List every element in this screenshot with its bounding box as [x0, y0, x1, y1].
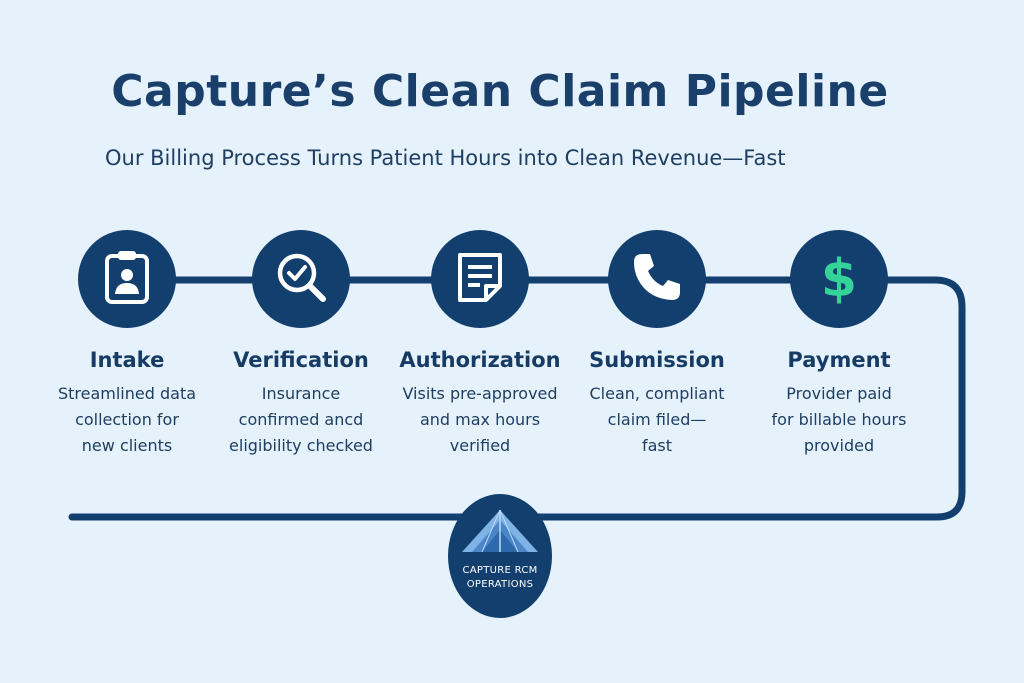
pipeline-step-submission: Submission Clean, compliant claim filed—…: [562, 230, 752, 459]
step-title: Authorization: [399, 348, 561, 372]
step-circle: [608, 230, 706, 328]
page-title: Capture’s Clean Claim Pipeline: [111, 66, 889, 117]
clipboard-person-icon: [102, 249, 152, 309]
step-circle: [252, 230, 350, 328]
pipeline-step-intake: Intake Streamlined data collection for n…: [32, 230, 222, 459]
badge-label: CAPTURE RCM OPERATIONS: [462, 565, 538, 590]
dollar-icon: $: [820, 249, 858, 309]
step-circle: [78, 230, 176, 328]
company-logo-badge: CAPTURE RCM OPERATIONS: [448, 494, 552, 618]
pipeline-step-authorization: Authorization Visits pre-approved and ma…: [385, 230, 575, 459]
step-title: Intake: [89, 348, 165, 372]
step-circle: [431, 230, 529, 328]
step-description: Visits pre-approved and max hours verifi…: [402, 384, 558, 455]
step-description: Provider paid for billable hours provide…: [771, 384, 907, 455]
magnifier-check-icon: [273, 249, 329, 309]
document-icon: [455, 250, 505, 308]
step-description: Clean, compliant claim filed— fast: [589, 384, 725, 455]
step-description: Streamlined data collection for new clie…: [57, 384, 197, 455]
pyramid-logo-icon: [458, 508, 542, 558]
step-description: Insurance confirmed ancd eligibility che…: [229, 384, 373, 455]
phone-icon: [630, 250, 684, 308]
step-title: Payment: [787, 348, 891, 372]
step-title: Submission: [589, 348, 725, 372]
page-subtitle: Our Billing Process Turns Patient Hours …: [105, 146, 786, 170]
pipeline-step-verification: Verification Insurance confirmed ancd el…: [206, 230, 396, 459]
step-circle: $: [790, 230, 888, 328]
step-title: Verification: [233, 348, 369, 372]
pipeline-step-payment: $ Payment Provider paid for billable hou…: [744, 230, 934, 459]
